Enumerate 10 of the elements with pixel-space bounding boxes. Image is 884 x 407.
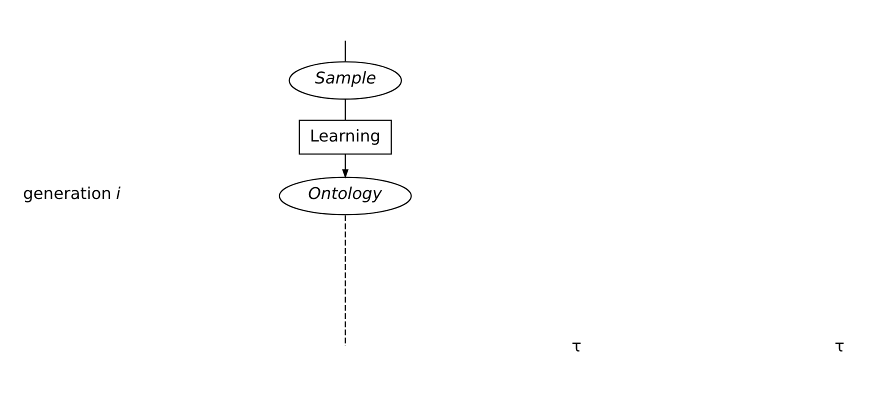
node-box: Learning [298, 119, 392, 154]
label: τ [571, 336, 581, 356]
label: generation i [22, 184, 120, 203]
node-ellipse: Ontology [278, 176, 412, 215]
arrow [342, 154, 348, 178]
connector [344, 98, 346, 120]
connector [344, 214, 346, 346]
node-ellipse: Sample [288, 60, 402, 100]
label: τ [834, 336, 844, 356]
connector [344, 40, 346, 61]
